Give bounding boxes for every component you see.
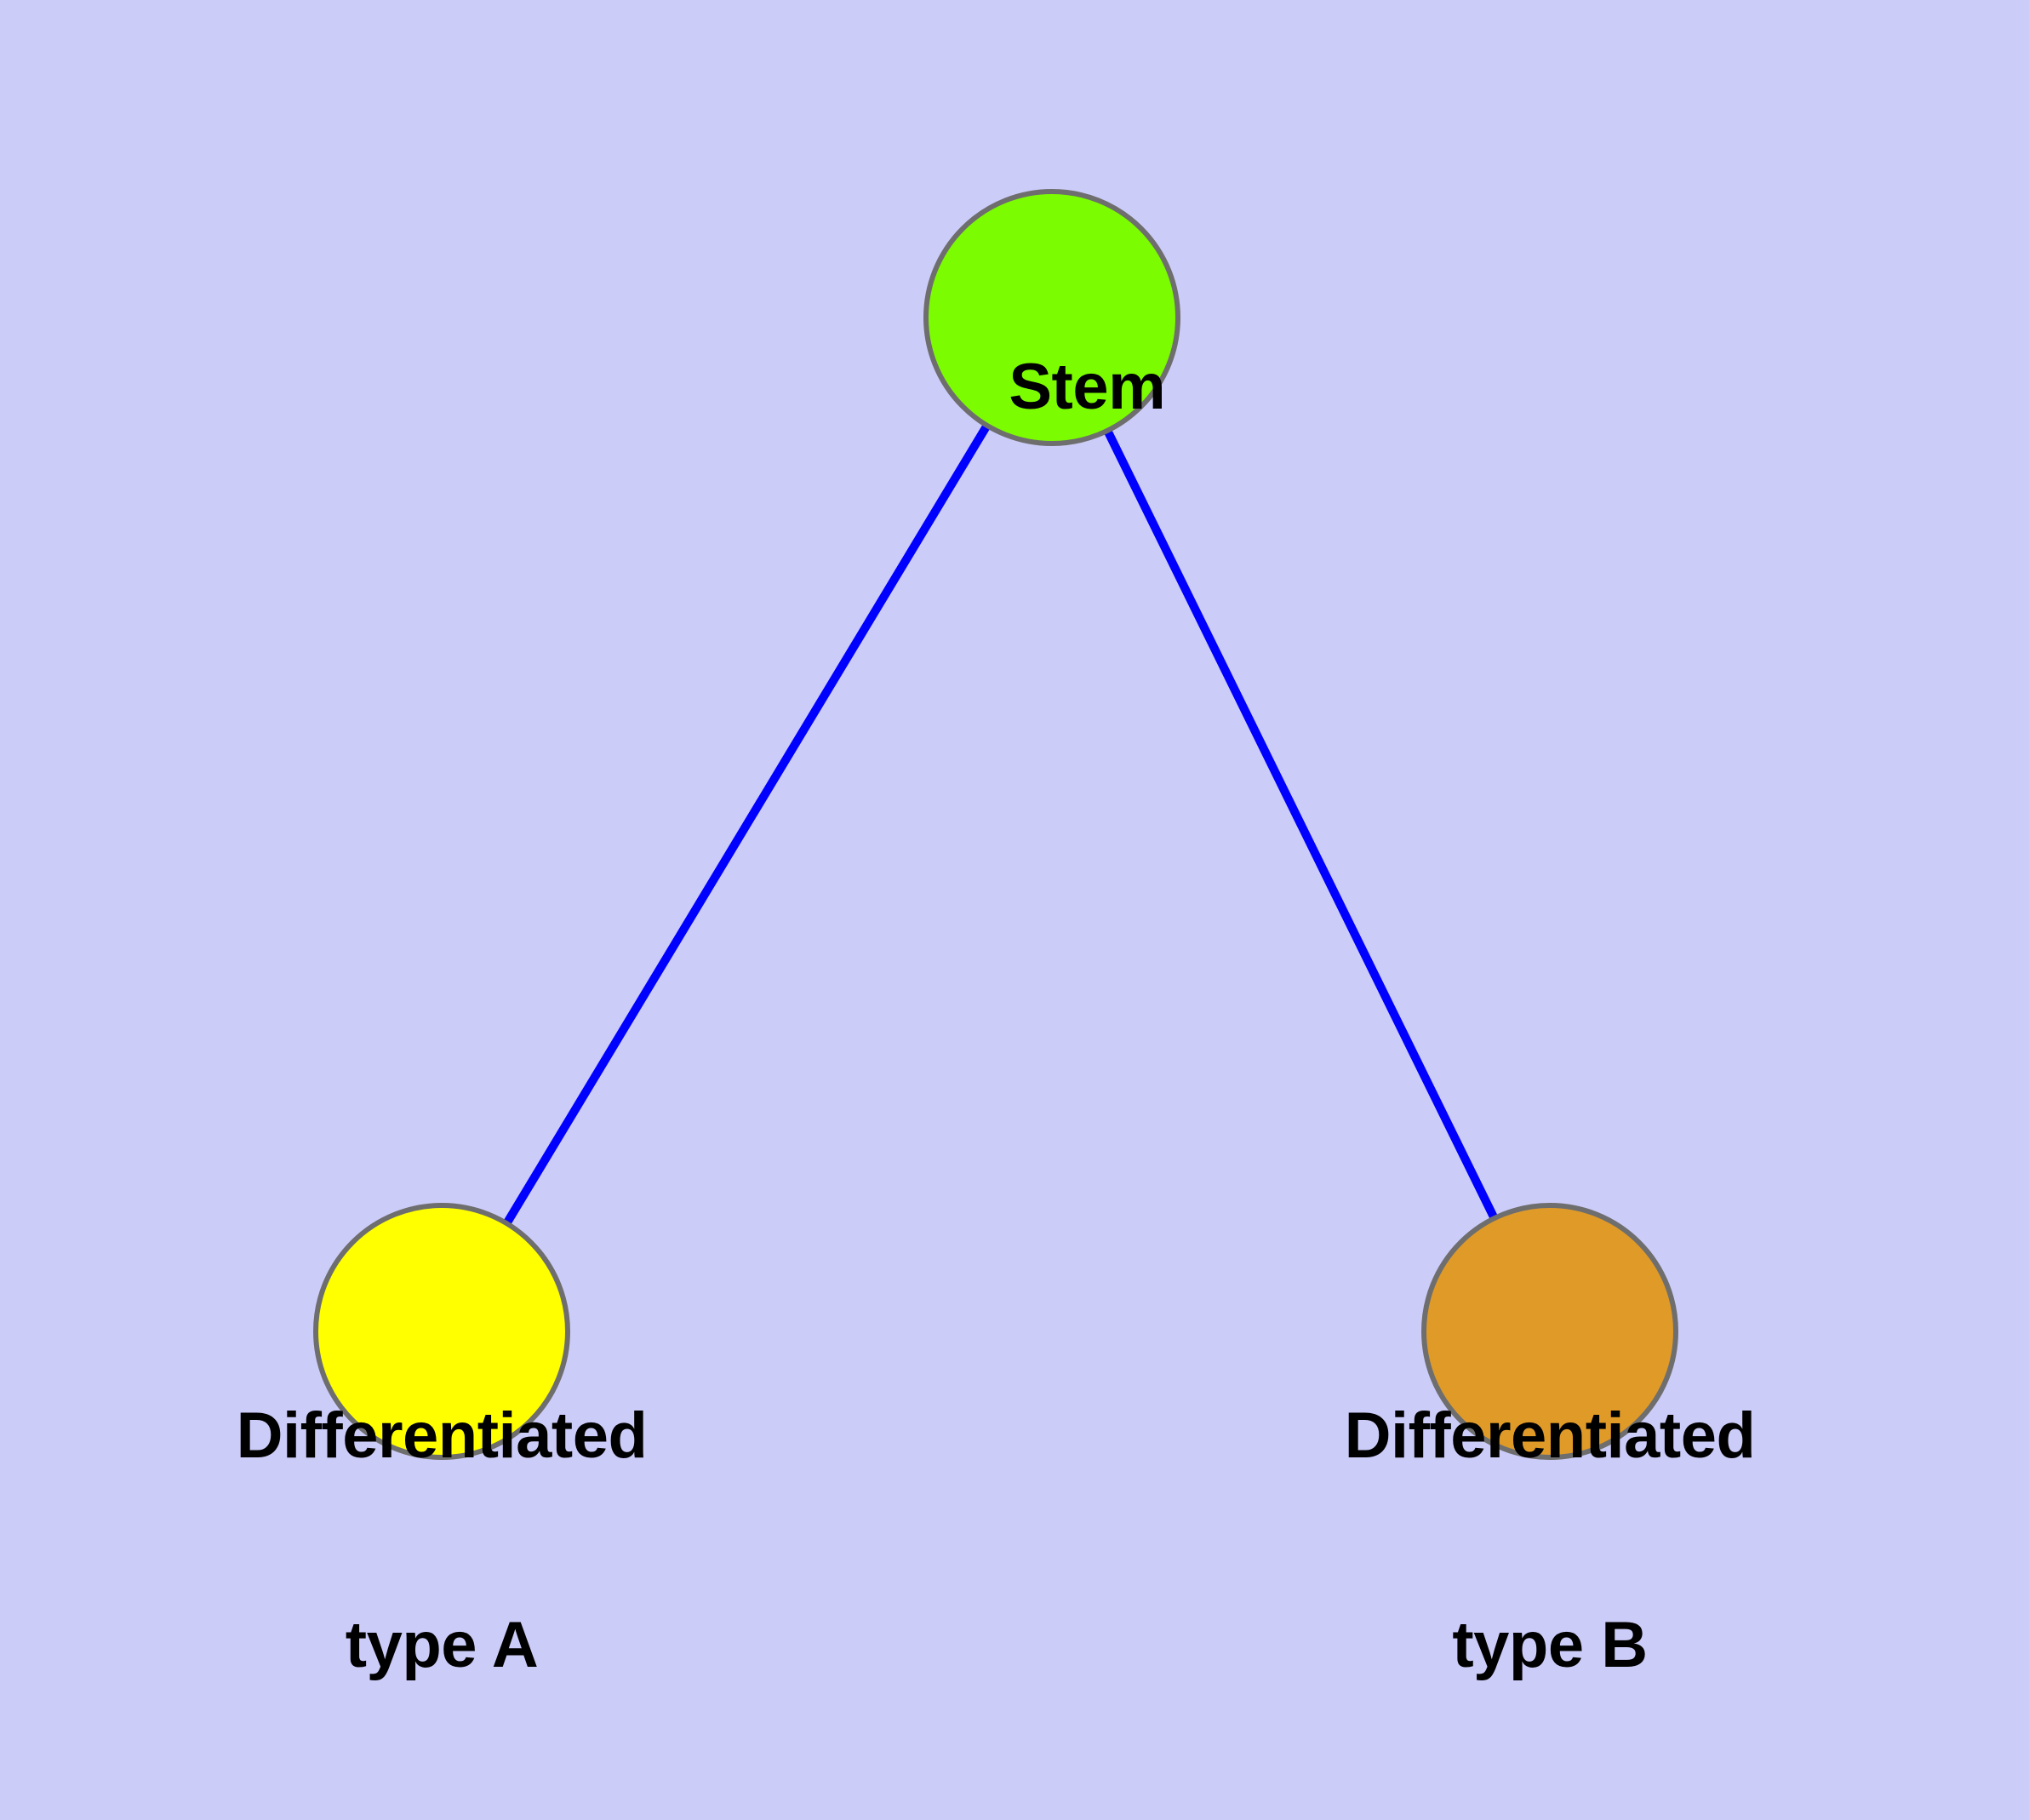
edge-stem-to-differentiated-type-b[interactable] (1103, 427, 1499, 1222)
edge-stem-to-differentiated-type-a[interactable] (502, 422, 992, 1227)
node-differentiated-type-b[interactable] (1421, 1203, 1678, 1460)
node-stem[interactable] (923, 189, 1180, 446)
node-differentiated-type-a[interactable] (313, 1203, 570, 1460)
